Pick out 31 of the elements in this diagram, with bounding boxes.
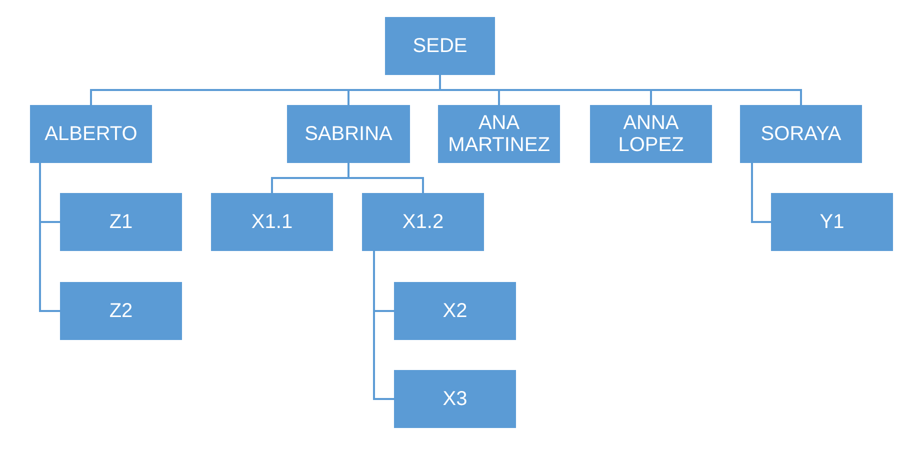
org-box [438,105,560,163]
person-name: SORAYA [760,123,842,145]
org-box [771,193,893,251]
person-name: X3 [442,388,468,410]
person-name: X1.2 [402,211,444,233]
org-box [740,105,862,163]
org-box [287,105,410,163]
org-box [60,282,182,340]
connector-line [348,163,424,193]
person-name: ALBERTO [44,123,138,145]
person-name: ANA MARTINEZ [447,112,551,156]
connector-line [39,163,60,312]
org-box [60,193,182,251]
org-box [362,193,484,251]
org-box [385,17,495,75]
person-name: Z2 [109,300,133,322]
org-box [394,370,516,428]
person-name: Z1 [109,211,133,233]
org-box [590,105,712,163]
person-name: X2 [442,300,468,322]
person-name: ANNA LOPEZ [617,112,685,156]
org-box [30,105,152,163]
connector-line [751,163,771,223]
person-name: X1.1 [251,211,293,233]
person-name: SEDE [412,35,468,57]
org-box [211,193,333,251]
connector-line [373,251,394,400]
org-box [394,282,516,340]
person-name: Y1 [820,211,844,233]
person-name: SABRINA [304,123,392,145]
connector-line [439,75,802,105]
